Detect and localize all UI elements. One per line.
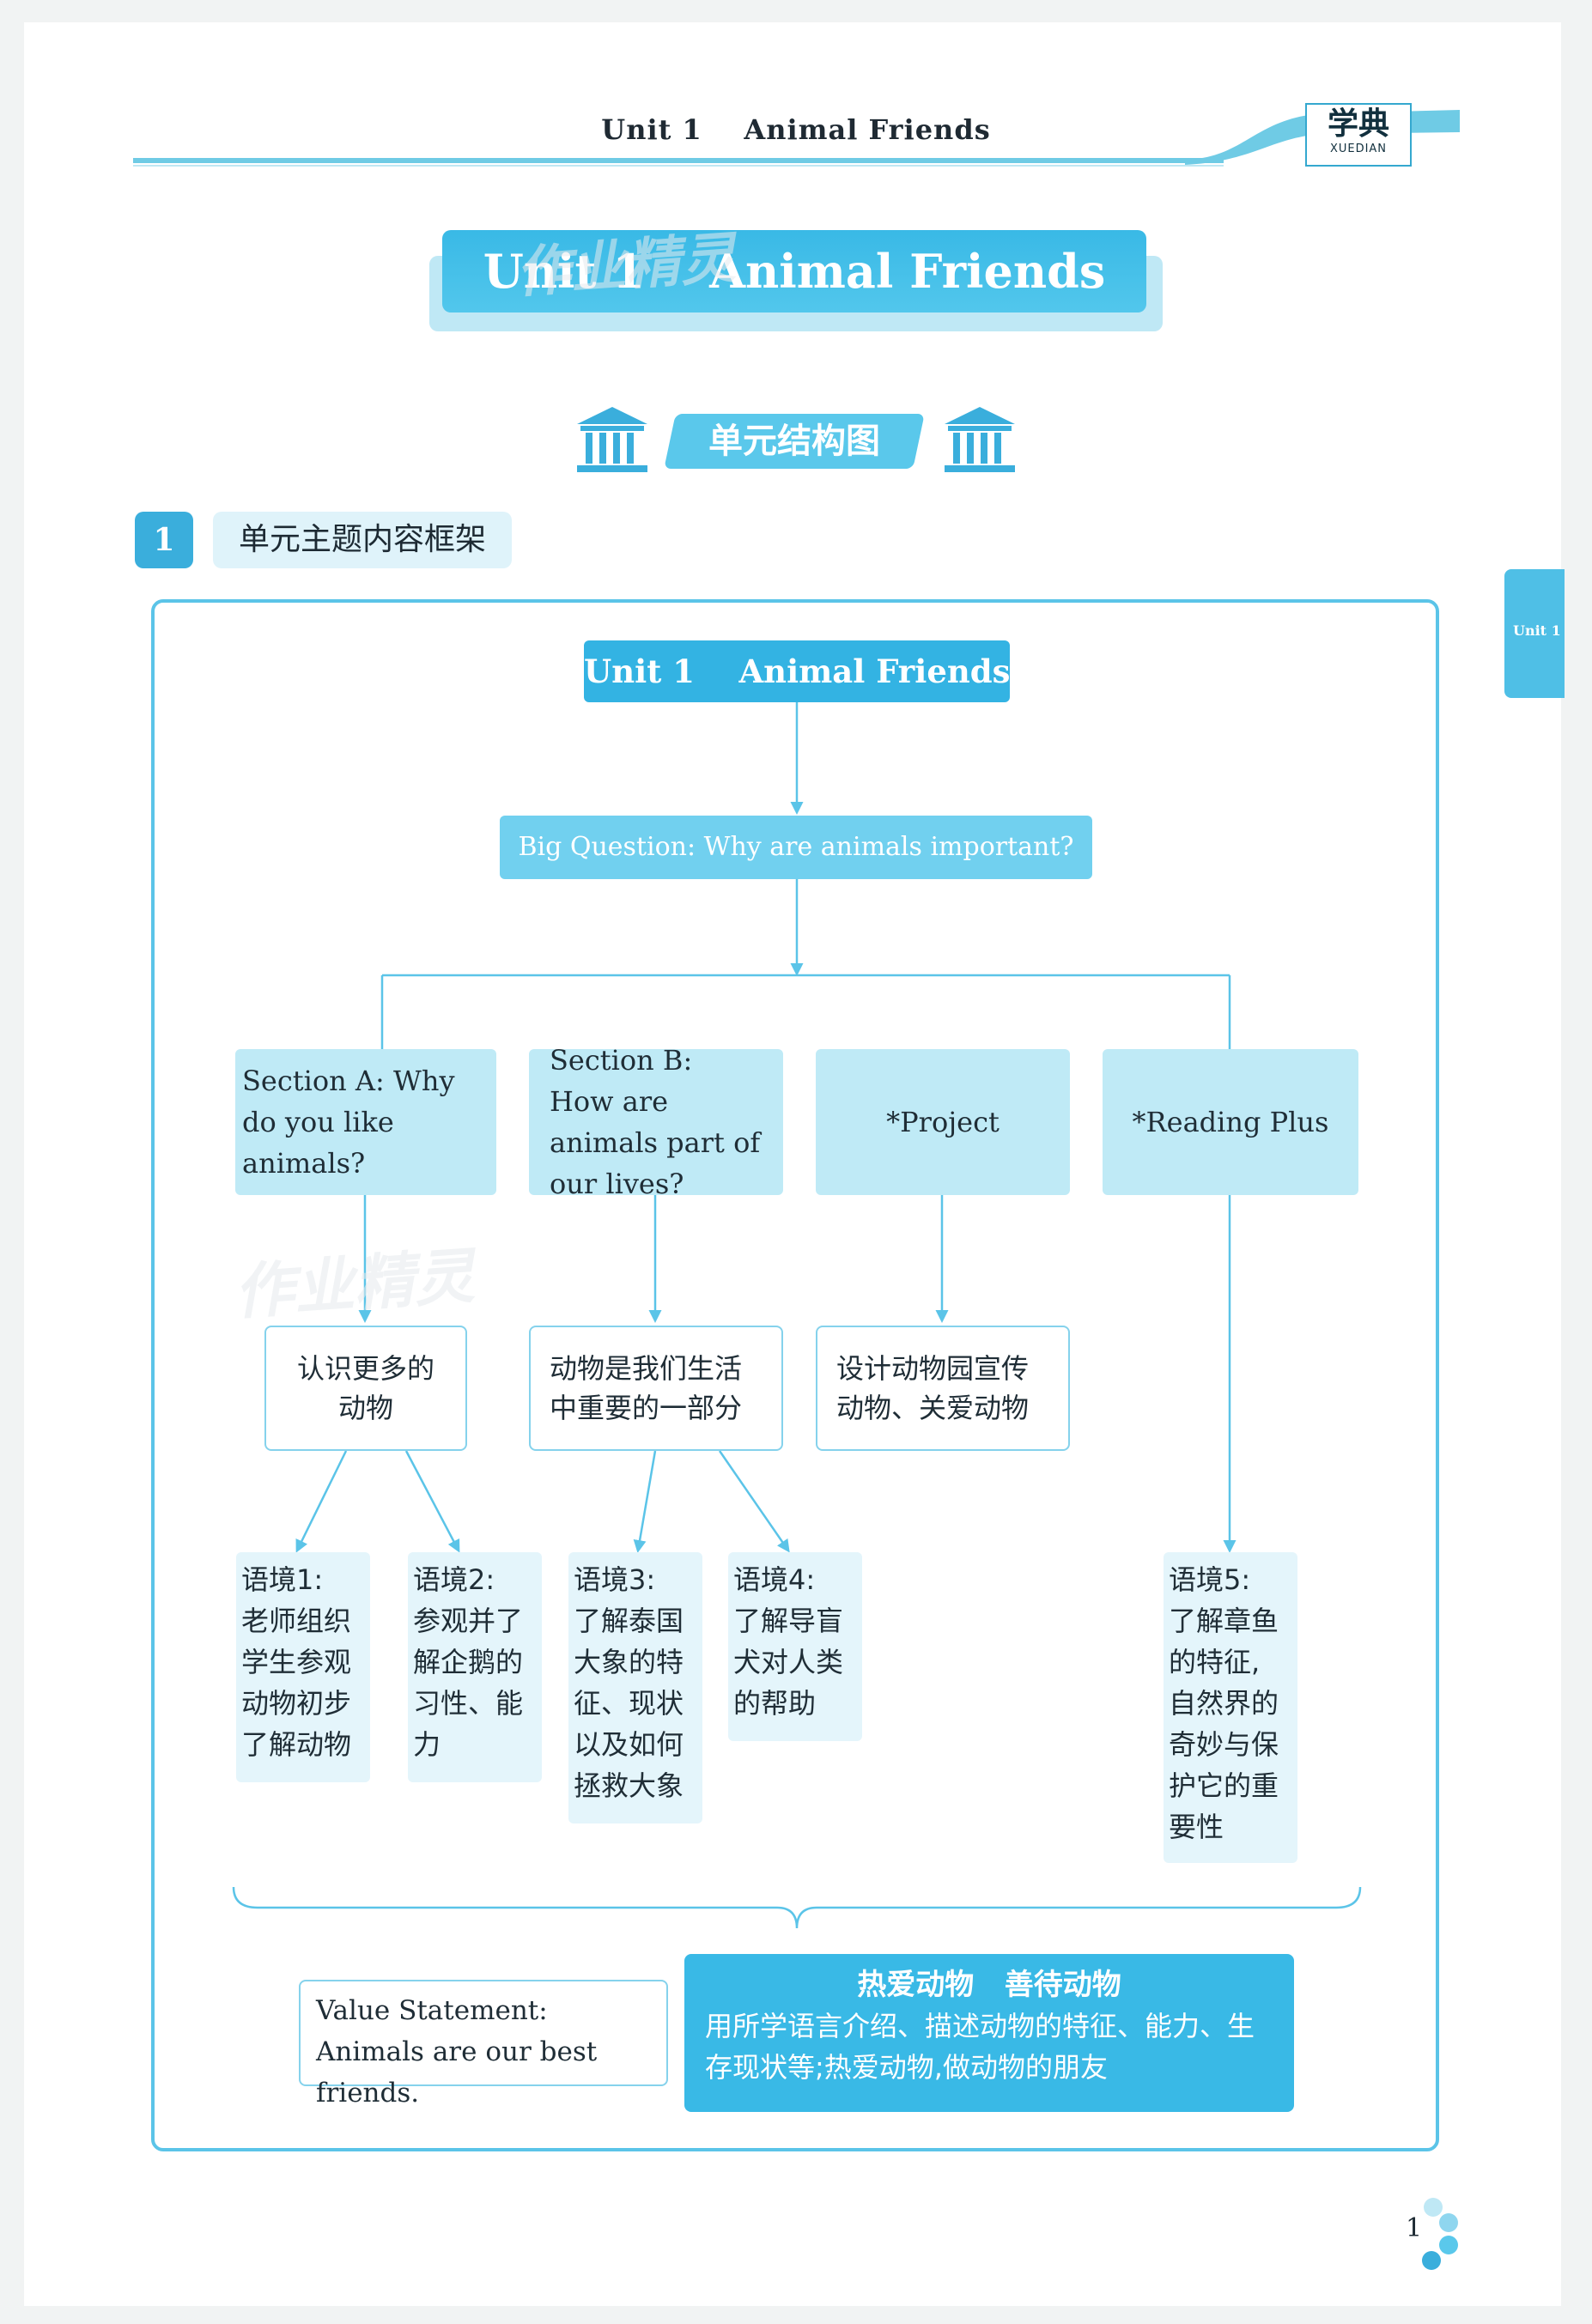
logo-sub-text: XUEDIAN: [1329, 143, 1388, 155]
context-node-2: 语境2: 参观并了 解企鹅的 习性、能 力: [408, 1552, 542, 1782]
unit-side-tab: Unit 1: [1504, 569, 1565, 698]
section-b-label: Section B: How are animals part of our l…: [550, 1044, 761, 1200]
theme-1-label: 认识更多的动物: [296, 1352, 434, 1424]
diagram-frame: [151, 599, 1439, 2151]
watermark-text: 作业精灵: [513, 227, 738, 306]
section-node-b: Section B: How are animals part of our l…: [529, 1044, 783, 1200]
reading-plus-label: *Reading Plus: [1132, 1106, 1329, 1138]
context-node-3: 语境3: 了解泰国 大象的特 征、现状 以及如何 拯救大象: [568, 1552, 702, 1823]
publisher-logo: 学典 XUEDIAN: [1305, 103, 1412, 167]
side-tab-label: Unit 1: [1513, 622, 1561, 639]
section-node-reading-plus: *Reading Plus: [1103, 1049, 1358, 1195]
decor-dot: [1439, 2213, 1458, 2232]
header-rule-thin: [133, 165, 1224, 167]
value-statement-box: Value Statement: Animals are our best fr…: [299, 1980, 668, 2109]
value-summary-body: 用所学语言介绍、描述动物的特征、能力、生存现状等;热爱动物,做动物的朋友: [705, 2010, 1255, 2084]
section-node-a: Section A: Why do you like animals?: [235, 1049, 496, 1195]
unit-banner: Unit 1 Animal Friends: [442, 230, 1146, 312]
project-label: *Project: [886, 1106, 1000, 1138]
value-summary-title: 热爱动物 善待动物: [857, 1968, 1121, 2002]
context-node-1: 语境1: 老师组织 学生参观 动物初步 了解动物: [236, 1552, 370, 1782]
section-a-label: Section A: Why do you like animals?: [242, 1065, 455, 1180]
decor-dot: [1439, 2236, 1458, 2254]
theme-2-label: 动物是我们生活中重要的一部分: [550, 1352, 743, 1424]
diagram-root-node: Unit 1 Animal Friends: [584, 640, 1011, 702]
section-heading: 单元结构图: [708, 422, 880, 461]
theme-node-3: 设计动物园宣传动物、关爱动物: [816, 1326, 1070, 1451]
logo-main-text: 学典: [1327, 106, 1389, 142]
running-header-title: Unit 1 Animal Friends: [601, 113, 991, 146]
subheading-label: 单元主题内容框架: [213, 512, 512, 568]
decor-dot: [1424, 2198, 1443, 2217]
header-rule: [133, 158, 1224, 163]
temple-icon: [577, 407, 647, 472]
big-question-node: Big Question: Why are animals important?: [500, 816, 1092, 879]
theme-node-1: 认识更多的动物: [264, 1326, 467, 1451]
context-node-5: 语境5: 了解章鱼 的特征, 自然界的 奇妙与保 护它的重 要性: [1164, 1552, 1297, 1863]
value-summary-box: 热爱动物 善待动物 用所学语言介绍、描述动物的特征、能力、生存现状等;热爱动物,…: [684, 1954, 1294, 2112]
decor-dot: [1422, 2251, 1441, 2270]
subheading-number: 1: [135, 512, 193, 568]
context-node-4: 语境4: 了解导盲 犬对人类 的帮助: [728, 1552, 862, 1741]
watermark-text: 作业精灵: [231, 1241, 477, 1328]
page-number: 1: [1406, 2213, 1423, 2243]
theme-3-label: 设计动物园宣传动物、关爱动物: [836, 1352, 1030, 1424]
theme-node-2: 动物是我们生活中重要的一部分: [529, 1326, 783, 1451]
temple-icon: [945, 407, 1015, 472]
section-node-project: *Project: [816, 1049, 1070, 1195]
